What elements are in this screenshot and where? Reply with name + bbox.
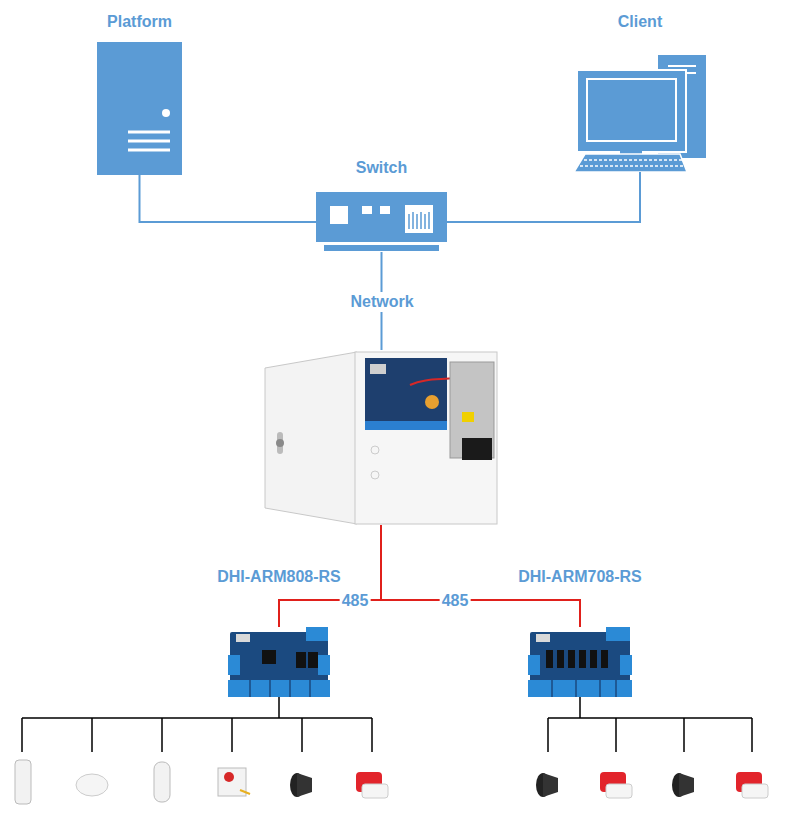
server-slot <box>128 149 170 152</box>
door-lock-key <box>276 439 284 447</box>
alarm-panel-node <box>265 350 497 525</box>
smoke-detector <box>76 774 108 796</box>
module-chip <box>262 650 276 664</box>
node-heading: DHI-ARM808-RS <box>217 567 341 587</box>
panic-button <box>218 768 246 796</box>
module-node: DHI-ARM708-RS <box>528 627 632 697</box>
pc-keyboard <box>574 154 687 172</box>
panel-pcb <box>365 358 447 430</box>
strobe-base <box>362 784 388 798</box>
panel-door <box>265 352 357 524</box>
server-slot <box>128 140 170 143</box>
siren-horn <box>543 773 558 797</box>
connector-label: 485 <box>340 591 371 611</box>
connector-line <box>140 175 317 222</box>
terminal-divider <box>552 680 616 697</box>
terminal-block <box>318 655 330 675</box>
module-node: DHI-ARM808-RS <box>228 627 330 697</box>
strobe-base <box>606 784 632 798</box>
relay <box>296 652 306 668</box>
pir-detector <box>154 762 170 802</box>
server-icon <box>97 42 182 175</box>
keyboard-keys <box>580 165 684 167</box>
terminal-block <box>228 680 330 697</box>
connector-label: 485 <box>440 591 471 611</box>
pc-tower-slot <box>668 65 696 67</box>
switch-port <box>330 206 348 224</box>
terminal-block <box>528 680 632 697</box>
device-wiring <box>22 697 372 752</box>
node-heading: Platform <box>107 12 172 32</box>
panel-cabinet <box>355 352 497 524</box>
server-slot <box>128 131 170 134</box>
terminal-block <box>620 655 632 675</box>
client-node: Client <box>574 55 706 172</box>
node-heading: DHI-ARM708-RS <box>518 567 642 587</box>
psu-transformer <box>462 438 492 460</box>
siren-horn <box>297 773 312 797</box>
cabinet-hole <box>371 446 379 454</box>
device-wiring <box>548 697 752 752</box>
switch-led <box>362 206 372 214</box>
server-node: Platform <box>97 42 182 175</box>
pcb-connector <box>370 364 386 374</box>
terminal-divider <box>250 680 310 697</box>
switch-node: Switch <box>316 192 447 252</box>
terminal-block <box>228 655 240 675</box>
switch-panel <box>405 205 433 233</box>
pir-detector <box>15 760 31 804</box>
cabinet-hole <box>371 471 379 479</box>
relay-row <box>546 650 608 668</box>
strobe-base <box>742 784 768 798</box>
panel-wire <box>410 378 455 385</box>
pc-screen <box>587 79 676 141</box>
connector-line <box>447 172 640 222</box>
dip-switch <box>236 634 250 642</box>
connector-label: Network <box>348 292 415 312</box>
keyboard-keys <box>584 159 682 161</box>
switch-led <box>380 206 390 214</box>
switch-base <box>324 245 439 251</box>
relay <box>308 652 318 668</box>
psu-warning <box>462 412 474 422</box>
siren-horn <box>679 773 694 797</box>
pcb-battery-cell <box>425 395 439 409</box>
switch-icon <box>316 192 447 242</box>
door-lock <box>277 432 283 454</box>
terminal-block <box>306 627 328 641</box>
pcb-terminals <box>365 421 447 430</box>
panic-button-wire <box>240 790 250 794</box>
panic-button-red <box>224 772 234 782</box>
dip-switch <box>536 634 550 642</box>
switch-bars <box>409 212 429 229</box>
server-led <box>162 109 170 117</box>
terminal-block <box>528 655 540 675</box>
terminal-block <box>606 627 630 641</box>
pc-monitor <box>577 70 686 152</box>
node-heading: Switch <box>356 158 408 178</box>
node-heading: Client <box>618 12 662 32</box>
